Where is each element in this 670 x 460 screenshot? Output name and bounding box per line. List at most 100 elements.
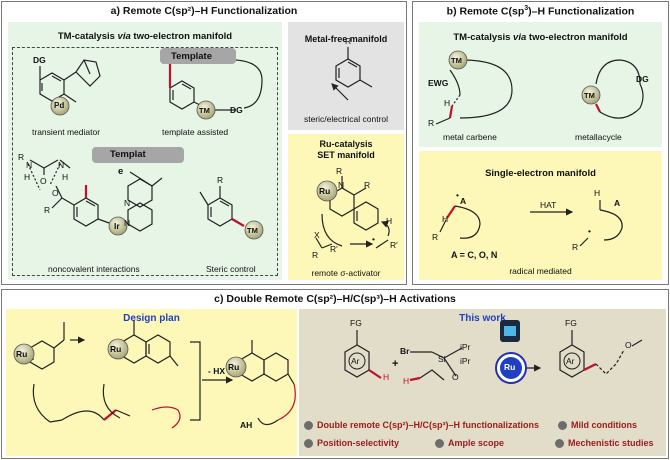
metal-carbene-label: metal carbene — [443, 132, 497, 142]
c-ipr-label-1: iPr — [460, 342, 471, 352]
b-a-label-1: A — [460, 196, 467, 206]
hat-label: HAT — [540, 200, 557, 210]
b-tm-heading: TM-catalysis via two-electron manifold — [453, 32, 628, 43]
feature-bullet-4 — [435, 439, 444, 448]
feature-bullet-3 — [304, 439, 313, 448]
design-plan-box — [6, 309, 297, 456]
feature-5: Mechenistic studies — [568, 438, 654, 448]
template-label-2: Templat — [110, 149, 146, 160]
r-label-1: R — [18, 152, 25, 162]
ru-r3: R' — [330, 244, 338, 254]
steric-control-label: Steric control — [206, 264, 256, 274]
b-h-label-2: H — [594, 188, 601, 198]
template-label-1: Template — [171, 51, 213, 62]
metal-free-r: R — [345, 36, 352, 46]
tm-label-2: TM — [247, 226, 258, 235]
b-tm-label-2: TM — [584, 91, 595, 100]
transient-mediator-label: transient mediator — [32, 127, 101, 137]
metal-free-label: steric/electrical control — [303, 114, 389, 124]
c-h-label-2: H — [403, 376, 410, 386]
this-work-heading: This work — [459, 313, 506, 324]
feature-2: Mild conditions — [571, 420, 637, 430]
feature-bullet-2 — [558, 421, 567, 430]
dg-label-2: DG — [230, 105, 243, 115]
n-label-2: N — [58, 160, 65, 170]
b-tm-label-1: TM — [451, 56, 462, 65]
b-r-label-1: R — [432, 232, 439, 242]
c-ipr-label-2: iPr — [460, 356, 471, 366]
ru-heading-1: Ru-catalysis — [319, 139, 373, 149]
ru-label-a: Ru — [319, 186, 331, 196]
tm-dashed-frame — [12, 47, 278, 276]
panel-c-title: c) Double Remote C(sp²)–H/C(sp³)–H Activ… — [214, 293, 456, 305]
ru-label: remote σ-activator — [311, 268, 381, 278]
o-label-2: O — [52, 188, 59, 198]
c-si-label: Si — [438, 354, 446, 364]
tm-label-1: TM — [199, 106, 210, 115]
feature-1: Double remote C(sp²)–H/C(sp³)–H function… — [317, 420, 540, 430]
panel-c: c) Double Remote C(sp²)–H/C(sp³)–H Activ… — [1, 289, 669, 459]
b-r-label: R — [428, 118, 435, 128]
dg-label-1: DG — [33, 55, 46, 65]
r-label-3: R — [217, 175, 224, 185]
feature-3: Position-selectivity — [317, 438, 400, 448]
ru-dot: • — [372, 234, 375, 244]
ru-h: H — [386, 216, 393, 226]
c-o-label-2: O — [625, 340, 632, 350]
b-dot-2: • — [588, 226, 591, 236]
panel-a-title: a) Remote C(sp²)–H Functionalization — [110, 5, 298, 17]
feature-bullet-5 — [555, 439, 564, 448]
r-label-2: R — [44, 205, 51, 215]
a-equals-label: A = C, O, N — [451, 250, 498, 260]
c-ru-label-2: Ru — [110, 344, 122, 354]
c-br-label: Br — [400, 346, 410, 356]
metal-free-heading: Metal-free manifold — [304, 34, 388, 44]
feature-bullet-1 — [304, 421, 313, 430]
radical-mediated-label: radical mediated — [509, 266, 572, 276]
c-h-label-1: H — [383, 372, 390, 382]
ru-r2: R — [364, 180, 371, 190]
c-ru-label-3: Ru — [228, 362, 240, 372]
c-ar-label-1: Ar — [351, 356, 360, 366]
ru-n: N — [338, 180, 345, 190]
o-label-1: O — [40, 176, 47, 186]
template-label-2-tail: e — [118, 166, 124, 177]
ir-label: Ir — [114, 221, 120, 231]
h-label-1: H — [24, 172, 31, 182]
b-a-label-2: A — [614, 198, 621, 208]
ru-r4: R — [312, 250, 319, 260]
ru-catalyst-label: Ru — [504, 362, 516, 372]
this-work-box — [299, 309, 666, 456]
b-dg-label: DG — [636, 74, 649, 84]
n-label-1: N — [26, 160, 33, 170]
ru-r1: R — [336, 166, 343, 176]
c-ar-label-2: Ar — [566, 356, 575, 366]
single-electron-heading: Single-electron manifold — [485, 168, 596, 179]
design-plan-heading: Design plan — [123, 313, 180, 324]
h-label-2: H — [62, 172, 69, 182]
c-fg-label-2: FG — [565, 318, 577, 328]
c-fg-label-1: FG — [350, 318, 362, 328]
c-plus: + — [392, 358, 399, 370]
b-h-label: H — [444, 98, 451, 108]
panel-b: b) Remote C(sp3)–H Functionalization TM-… — [412, 1, 669, 285]
noncovalent-label: noncovalent interactions — [48, 264, 140, 274]
tm-catalysis-heading: TM-catalysis via two-electron manifold — [57, 31, 233, 42]
panel-b-title: b) Remote C(sp3)–H Functionalization — [446, 5, 635, 18]
pd-label: Pd — [54, 101, 65, 110]
b-h-label-1: H — [442, 214, 449, 224]
n-label-3: N — [124, 198, 131, 208]
ru-r5: R' — [390, 240, 398, 250]
b-r-label-2: R — [572, 242, 579, 252]
template-assisted-label: template assisted — [162, 127, 229, 137]
c-o-label-1: O — [452, 372, 459, 382]
ru-heading-2: SET manifold — [317, 150, 375, 160]
ah-label: AH — [240, 420, 253, 430]
ewg-label: EWG — [428, 78, 449, 88]
b-dot-1: • — [456, 190, 459, 200]
n-label-4: N — [124, 218, 131, 228]
hx-label: - HX — [208, 366, 225, 376]
ru-x: X — [314, 230, 320, 240]
metallacycle-label: metallacycle — [575, 132, 622, 142]
feature-4: Ample scope — [448, 438, 505, 448]
